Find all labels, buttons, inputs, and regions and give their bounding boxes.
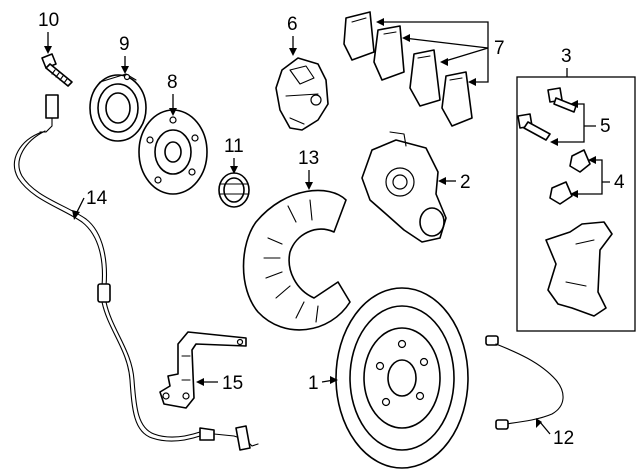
part-12-wear-sensor [485,335,564,430]
callout-13: 13 [298,148,319,169]
callout-1: 1 [308,373,319,394]
callout-4: 4 [614,172,625,193]
leader-12 [539,421,551,435]
callout-11: 11 [224,136,244,157]
part-5-guide-bolts [517,87,577,141]
arrowhead-11 [230,166,238,174]
part-9-wheel-bearing [89,73,147,142]
part-3-caliper-kit-group [516,76,636,332]
arrowhead-5a [570,100,578,108]
arrowhead-12 [536,418,542,428]
arrowhead-1 [330,376,338,384]
arrowhead-8 [169,108,177,116]
part-10-bolt [41,53,73,87]
callout-14: 14 [86,188,108,209]
arrowhead-6 [289,48,297,56]
callout-6: 6 [287,14,298,35]
callout-9: 9 [119,34,130,55]
part-14-abs-sensor-cable [13,94,259,451]
part-8-hub-flange [138,109,208,195]
part-15-sensor-bracket [159,331,247,409]
arrowhead-13 [305,182,313,190]
arrowhead-7a [376,18,384,26]
arrowhead-5b [550,138,558,146]
callout-7: 7 [494,38,505,59]
arrowhead-4b [570,190,578,198]
callout-3: 3 [561,46,572,67]
arrowhead-9 [121,66,129,74]
arrowhead-7b [402,34,410,42]
part-7-brake-pads [343,11,473,127]
part-13-splash-shield [242,189,351,331]
callout-15: 15 [222,373,243,394]
leader-7 [378,21,489,83]
arrowhead-7d [468,78,476,86]
callouts: 10 9 8 6 7 3 5 4 11 13 2 [38,10,625,449]
part-11-dust-cap [218,172,250,208]
arrowhead-10 [44,46,52,54]
part-1-brake-rotor [335,287,469,469]
part-6-caliper-actuator [275,57,329,131]
arrowhead-4a [588,156,596,164]
arrowhead-14 [72,210,80,220]
callout-5: 5 [600,116,611,137]
leader-14 [75,197,85,215]
callout-10: 10 [38,10,59,31]
callout-8: 8 [167,72,178,93]
callout-2: 2 [460,172,471,193]
arrowhead-7c [440,58,448,66]
part-2-caliper-body [361,131,447,243]
arrowhead-2 [438,177,446,185]
arrowhead-15 [196,378,204,386]
part-4-guide-bushings [549,149,591,205]
callout-12: 12 [553,428,574,449]
